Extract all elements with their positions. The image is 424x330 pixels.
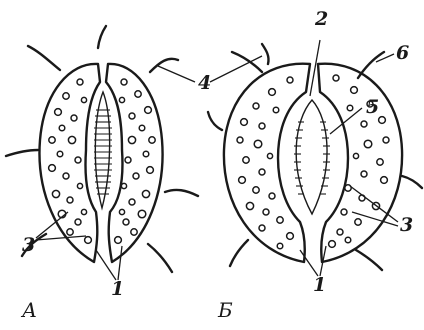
leader-b-1-left: [300, 250, 318, 276]
panel-label-a: А: [22, 300, 37, 320]
epidermal-wall-b-left: [208, 112, 222, 130]
callout-5-b: 5: [366, 98, 379, 117]
callout-1-b: 1: [313, 276, 326, 295]
epidermal-wall-a-topright: [150, 59, 178, 72]
epidermal-wall-a-bottomright: [148, 244, 172, 272]
epidermal-wall-a-left: [6, 150, 38, 156]
epidermal-wall-a-top: [98, 26, 106, 48]
callout-6-b: 6: [396, 44, 409, 63]
chloroplasts-b-right: [329, 75, 389, 247]
leader-a-1-right: [118, 246, 122, 280]
epidermal-wall-b-top: [262, 44, 269, 64]
stomatal-pore-a: [95, 92, 109, 208]
epidermal-wall-b-bottomleft: [230, 240, 248, 266]
leader-b-5: [330, 108, 362, 134]
callout-2-b: 2: [315, 10, 328, 29]
leader-b-3-upper: [350, 186, 398, 222]
epidermal-wall-b-right: [402, 176, 422, 188]
epidermal-wall-a-right: [165, 190, 198, 196]
leader-a-4: [158, 66, 195, 82]
epidermal-wall-a-topleft: [28, 46, 60, 70]
guard-cell-b-right: [318, 64, 402, 262]
callout-4-a: 4: [198, 74, 211, 93]
stomatal-pore-b: [296, 100, 327, 214]
leader-a-1-left: [96, 250, 116, 280]
leader-b-4: [210, 56, 262, 82]
panel-label-b: Б: [218, 300, 233, 320]
callout-3-b: 3: [400, 216, 413, 235]
callout-1-a: 1: [111, 280, 124, 299]
callout-3-a: 3: [22, 236, 35, 255]
panel-b-open-stomata: [208, 40, 422, 276]
epidermal-wall-b-bottomright: [356, 250, 382, 270]
